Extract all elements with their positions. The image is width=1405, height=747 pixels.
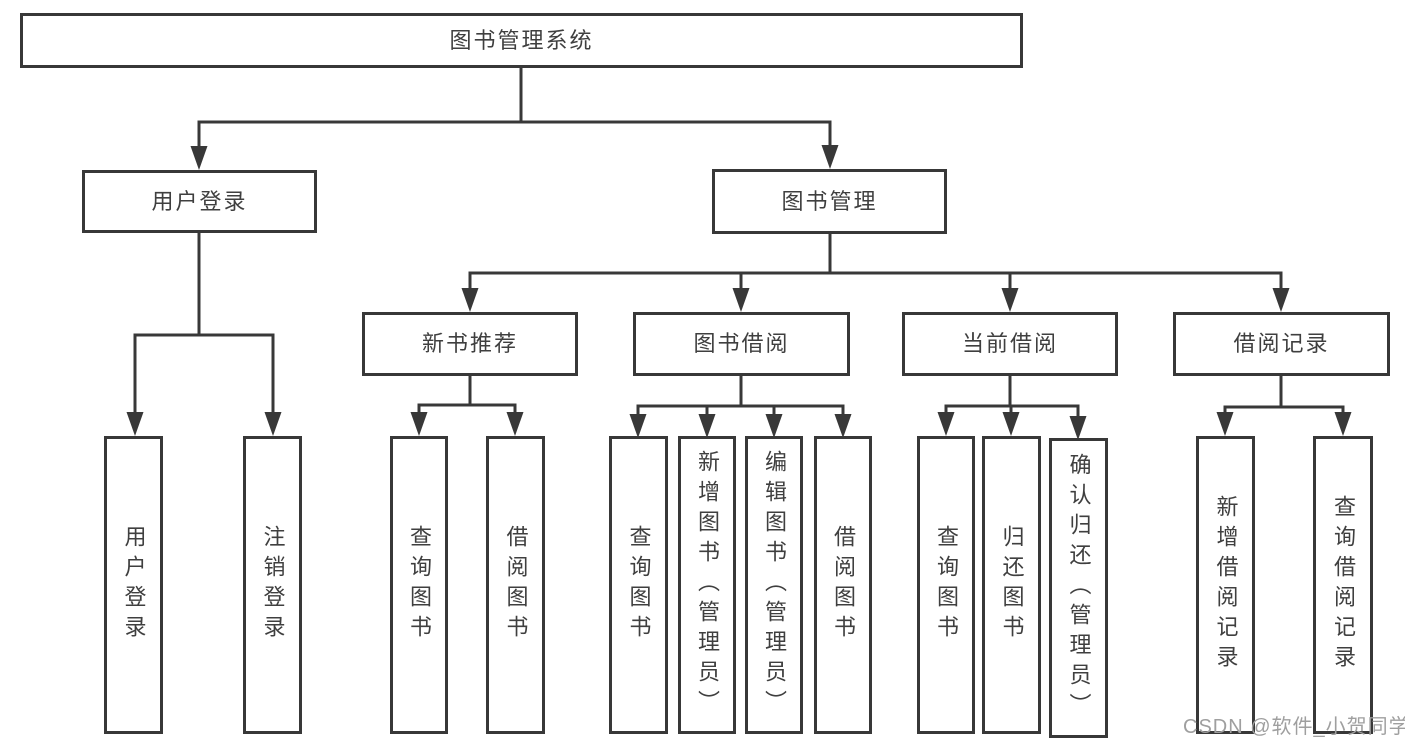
- leaf-current-borrow-confirm-label: 确认归还（管理员）: [1066, 453, 1092, 723]
- leaf-user-login-label: 用户登录: [121, 525, 147, 645]
- node-borrow-records: 借阅记录: [1173, 312, 1390, 376]
- node-user-login: 用户登录: [82, 170, 317, 233]
- leaf-book-borrow-add-label: 新增图书（管理员）: [695, 450, 720, 720]
- arrow-down-icon: [190, 146, 208, 170]
- arrow-down-icon: [461, 288, 479, 312]
- connector-borrow-records-to-leaves: [1223, 374, 1345, 420]
- leaf-book-borrow-borrow: 借阅图书: [814, 436, 872, 734]
- arrow-down-icon: [506, 412, 524, 436]
- leaf-records-add-label: 新增借阅记录: [1213, 495, 1239, 675]
- node-borrow-records-label: 借阅记录: [1233, 331, 1330, 356]
- leaf-logout-label: 注销登录: [260, 525, 286, 645]
- arrow-down-icon: [126, 412, 144, 436]
- leaf-new-books-query-label: 查询图书: [407, 525, 432, 645]
- connector-root-to-level2: [197, 66, 832, 154]
- arrow-down-icon: [1002, 412, 1020, 436]
- node-book-mgmt-label: 图书管理: [781, 188, 878, 214]
- leaf-current-borrow-return: 归还图书: [982, 436, 1041, 734]
- arrow-down-icon: [1334, 412, 1352, 436]
- arrow-down-icon: [698, 414, 716, 438]
- leaf-logout: 注销登录: [243, 436, 302, 734]
- connector-user-login-to-leaves: [133, 231, 275, 420]
- node-current-borrow-label: 当前借阅: [961, 331, 1058, 356]
- leaf-book-borrow-borrow-label: 借阅图书: [831, 525, 856, 645]
- connector-book-borrow-to-leaves: [636, 374, 845, 422]
- leaf-current-borrow-return-label: 归还图书: [999, 525, 1025, 645]
- node-book-mgmt: 图书管理: [712, 169, 947, 234]
- arrow-down-icon: [410, 412, 428, 436]
- arrow-down-icon: [937, 412, 955, 436]
- leaf-user-login: 用户登录: [104, 436, 163, 734]
- leaf-current-borrow-query: 查询图书: [917, 436, 975, 734]
- node-new-books: 新书推荐: [362, 312, 578, 376]
- arrow-down-icon: [1272, 288, 1290, 312]
- node-new-books-label: 新书推荐: [421, 331, 518, 356]
- arrow-down-icon: [629, 414, 647, 438]
- leaf-book-borrow-add: 新增图书（管理员）: [678, 436, 736, 734]
- leaf-current-borrow-query-label: 查询图书: [934, 525, 959, 645]
- node-current-borrow: 当前借阅: [902, 312, 1118, 376]
- arrow-down-icon: [1216, 412, 1234, 436]
- leaf-new-books-query: 查询图书: [390, 436, 448, 734]
- leaf-records-query: 查询借阅记录: [1313, 436, 1373, 734]
- arrow-down-icon: [1069, 416, 1087, 440]
- csdn-watermark: CSDN @软件_小贺同学: [1183, 716, 1405, 738]
- node-user-login-label: 用户登录: [151, 188, 248, 214]
- leaf-new-books-borrow-label: 借阅图书: [503, 525, 529, 645]
- connector-book-mgmt-to-level3: [468, 231, 1283, 296]
- leaf-book-borrow-query-label: 查询图书: [626, 525, 652, 645]
- arrow-down-icon: [765, 414, 783, 438]
- arrow-down-icon: [821, 145, 839, 169]
- arrow-down-icon: [264, 412, 282, 436]
- node-root-label: 图书管理系统: [449, 27, 594, 53]
- arrow-down-icon: [732, 288, 750, 312]
- connector-new-books-to-leaves: [417, 374, 517, 420]
- leaf-records-query-label: 查询借阅记录: [1331, 495, 1356, 675]
- node-root: 图书管理系统: [20, 13, 1023, 68]
- leaf-book-borrow-query: 查询图书: [609, 436, 668, 734]
- node-book-borrow-label: 图书借阅: [693, 331, 790, 356]
- leaf-new-books-borrow: 借阅图书: [486, 436, 545, 734]
- leaf-current-borrow-confirm: 确认归还（管理员）: [1049, 438, 1108, 738]
- node-book-borrow: 图书借阅: [633, 312, 850, 376]
- leaf-book-borrow-edit-label: 编辑图书（管理员）: [762, 450, 787, 720]
- arrow-down-icon: [834, 414, 852, 438]
- leaf-records-add: 新增借阅记录: [1196, 436, 1255, 734]
- arrow-down-icon: [1001, 288, 1019, 312]
- leaf-book-borrow-edit: 编辑图书（管理员）: [745, 436, 803, 734]
